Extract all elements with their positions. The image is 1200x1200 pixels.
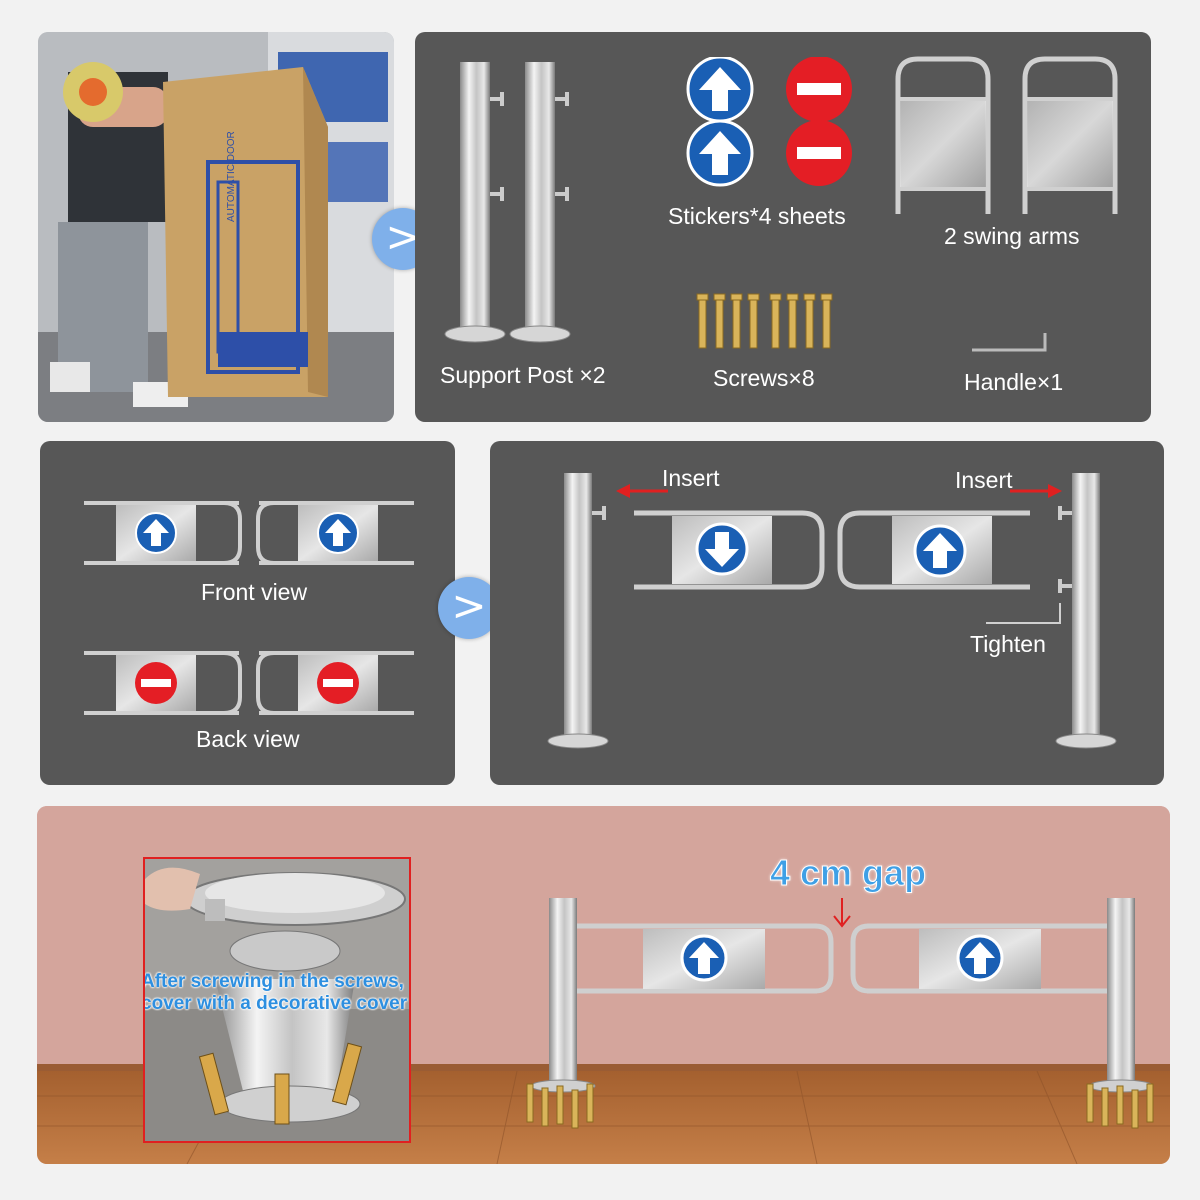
swing-arms-label: 2 swing arms: [944, 223, 1080, 249]
front-view-illustration: [84, 501, 414, 565]
assembly-panel: Insert Insert Tighten: [490, 441, 1164, 785]
up-arrow-icon: [317, 512, 359, 554]
assembly-illustration: [547, 473, 1117, 749]
decorative-cover-illustration: [145, 859, 409, 1141]
chevron-right-icon: >: [385, 212, 421, 261]
up-arrow-icon: [956, 934, 1004, 982]
back-view-illustration: [84, 651, 414, 715]
stickers-label: Stickers*4 sheets: [668, 203, 846, 229]
insert-left-label: Insert: [662, 465, 720, 491]
up-arrow-icon: [680, 934, 728, 982]
screws-illustration: [696, 293, 833, 349]
screws-label: Screws×8: [713, 365, 815, 391]
decorative-cover-note: After screwing in the screws, cover with…: [143, 971, 409, 1015]
handle-label: Handle×1: [964, 369, 1064, 395]
detail-inset: After screwing in the screws, cover with…: [143, 857, 411, 1143]
handle-illustration: [972, 333, 1047, 352]
note-line-1: After screwing in the screws,: [143, 971, 404, 992]
up-arrow-icon: [686, 57, 754, 123]
note-line-2: cover with a decorative cover: [143, 993, 408, 1014]
down-arrow-icon: [695, 522, 749, 576]
tighten-label: Tighten: [970, 631, 1046, 657]
no-entry-icon: [135, 662, 177, 704]
insert-right-label: Insert: [955, 467, 1013, 493]
swing-arms-illustration: [895, 56, 1118, 214]
chevron-right-icon: >: [451, 581, 487, 630]
packing-photo: AUTOMATIC DOOR: [38, 32, 394, 422]
no-entry-icon: [786, 120, 852, 186]
stickers-illustration: [686, 57, 852, 187]
no-entry-icon: [786, 57, 852, 122]
gap-label: 4 cm gap: [769, 852, 927, 894]
front-view-label: Front view: [201, 579, 308, 605]
views-panel: Front view Back view: [40, 441, 455, 785]
support-post-label: Support Post ×2: [440, 362, 606, 388]
up-arrow-icon: [913, 524, 967, 578]
step-arrow-2: >: [438, 577, 500, 639]
up-arrow-icon: [135, 512, 177, 554]
installation-panel: After screwing in the screws, cover with…: [37, 806, 1170, 1164]
support-posts-illustration: [444, 62, 571, 343]
back-view-label: Back view: [196, 726, 300, 752]
up-arrow-icon: [686, 119, 754, 187]
no-entry-icon: [317, 662, 359, 704]
contents-panel: Support Post ×2 Stickers*4 sheets: [415, 32, 1151, 422]
packing-illustration: [38, 32, 394, 422]
box-label: AUTOMATIC DOOR: [226, 131, 237, 222]
